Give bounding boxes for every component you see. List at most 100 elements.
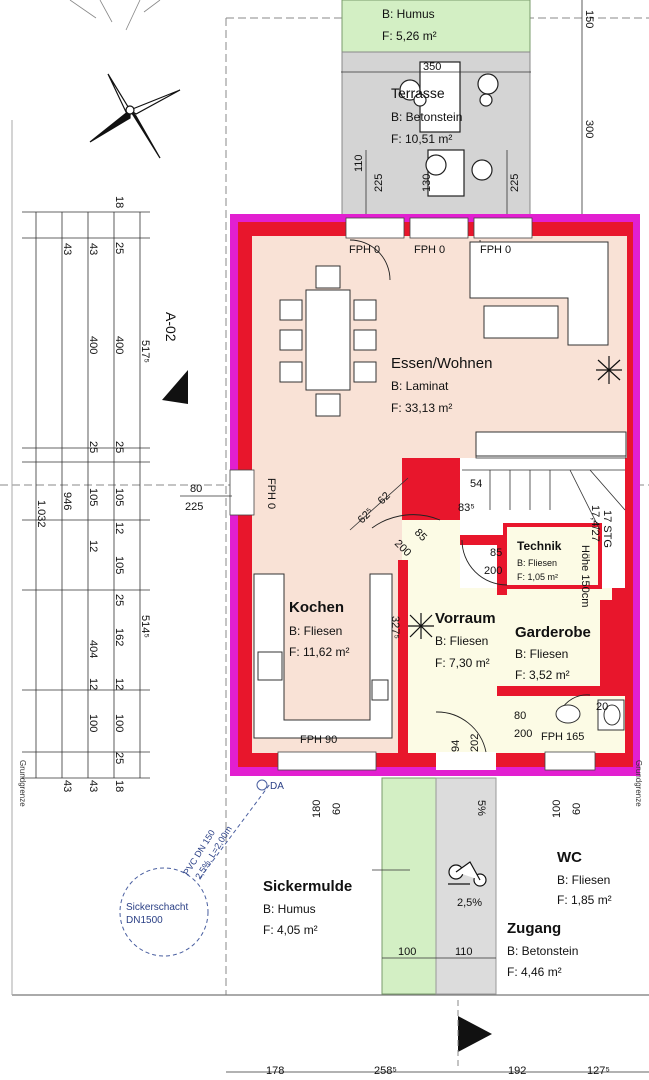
pipe-line bbox=[199, 783, 271, 879]
dim-c3-12: 12 bbox=[87, 540, 99, 552]
grundgrenze-left: Grundgrenze bbox=[18, 760, 27, 807]
kitchen-counters bbox=[253, 573, 393, 739]
humus-top-material: B: Humus bbox=[382, 7, 435, 21]
wc-area: F: 1,85 m² bbox=[557, 893, 612, 907]
garderobe-area: F: 3,52 m² bbox=[515, 668, 570, 682]
dim-c3-25: 25 bbox=[87, 441, 99, 453]
dim-window-225: 225 bbox=[185, 501, 203, 513]
terrasse-area-value: F: 10,51 m² bbox=[391, 132, 452, 146]
entry-door-opening bbox=[436, 752, 496, 770]
dim-left-946: 946 bbox=[61, 492, 73, 510]
dim-out-60b: 60 bbox=[571, 803, 583, 815]
window-wc bbox=[544, 751, 596, 771]
north-arrow-icon bbox=[89, 73, 181, 159]
da-label: DA bbox=[270, 781, 284, 792]
terrasse-title: Terrasse bbox=[391, 85, 445, 101]
bike-icon bbox=[448, 861, 487, 887]
dim-c3-404: 404 bbox=[87, 640, 99, 658]
dim-diag-line bbox=[349, 477, 409, 531]
fph-top-mid: FPH 0 bbox=[414, 244, 445, 256]
dim-c4-400: 400 bbox=[113, 336, 125, 354]
sickermulde-title: Sickermulde bbox=[263, 878, 352, 895]
dim-c4-18: 18 bbox=[113, 196, 125, 208]
humus-top-area-value: F: 5,26 m² bbox=[382, 29, 437, 43]
slope-2-5pct: 2,5% bbox=[457, 897, 482, 909]
dim-kitchen-327: 327⁵ bbox=[389, 616, 401, 639]
door-width-label: 350 bbox=[423, 61, 441, 73]
dim-c4-25c: 25 bbox=[113, 594, 125, 606]
humus-top-area bbox=[341, 0, 531, 53]
garderobe-title: Garderobe bbox=[515, 624, 591, 641]
dim-c4-105b: 105 bbox=[113, 556, 125, 574]
plant-icon-hall bbox=[408, 613, 434, 639]
dim-terrace-225-left: 225 bbox=[373, 174, 385, 192]
dim-zug-110: 110 bbox=[455, 946, 473, 958]
section-arrow-bottom-icon bbox=[458, 1016, 492, 1052]
dim-entry-94: 94 bbox=[450, 740, 462, 752]
dim-span-517: 517⁵ bbox=[139, 340, 151, 363]
dim-c4-25b: 25 bbox=[113, 441, 125, 453]
dim-left-43a: 43 bbox=[61, 243, 73, 255]
sickermulde-grass bbox=[381, 777, 437, 995]
zugang-material: B: Betonstein bbox=[507, 944, 578, 958]
technik-title: Technik bbox=[517, 539, 562, 553]
dim-c3-100: 100 bbox=[87, 714, 99, 732]
dim-54: 54 bbox=[470, 478, 482, 490]
kochen-material: B: Fliesen bbox=[289, 624, 342, 638]
plant-icon bbox=[596, 356, 622, 384]
vorraum-area: F: 7,30 m² bbox=[435, 656, 490, 670]
dim-c4-100: 100 bbox=[113, 714, 125, 732]
dim-terrace-110: 110 bbox=[353, 154, 365, 172]
garderobe-material: B: Fliesen bbox=[515, 647, 568, 661]
dim-83: 83⁵ bbox=[458, 502, 475, 514]
section-label: A-02 bbox=[163, 312, 179, 342]
dim-terrace-225-right: 225 bbox=[509, 174, 521, 192]
dim-bottom-127: 127⁵ bbox=[587, 1065, 610, 1077]
stairs-note: Höhe 150cm bbox=[579, 545, 591, 607]
dim-window-80: 80 bbox=[190, 483, 202, 495]
fph-top-right: FPH 0 bbox=[480, 244, 511, 256]
dim-terrace-300: 300 bbox=[583, 120, 595, 138]
tree-sketch bbox=[69, 0, 161, 31]
dim-out-100: 100 bbox=[551, 800, 563, 818]
zugang-title: Zugang bbox=[507, 920, 561, 937]
section-arrow-icon bbox=[162, 370, 188, 404]
essen-area: F: 33,13 m² bbox=[391, 401, 452, 415]
sickerschacht-size: DN1500 bbox=[126, 915, 163, 926]
dim-terrace-130: 130 bbox=[421, 174, 433, 192]
dim-bottom-258: 258⁵ bbox=[374, 1065, 397, 1077]
fph-kitchen: FPH 90 bbox=[300, 734, 337, 746]
dim-out-180: 180 bbox=[311, 800, 323, 818]
dim-c3-43b: 43 bbox=[87, 780, 99, 792]
dim-tech-85: 85 bbox=[490, 547, 502, 559]
fph-top-left: FPH 0 bbox=[349, 244, 380, 256]
vorraum-title: Vorraum bbox=[435, 610, 496, 627]
dim-c3-12b: 12 bbox=[87, 678, 99, 690]
terrasse-material: B: Betonstein bbox=[391, 110, 462, 124]
da-marker bbox=[256, 779, 268, 791]
dining-table bbox=[279, 265, 377, 417]
stairs-step: 17,4/27 bbox=[589, 505, 601, 542]
dim-c3-105: 105 bbox=[87, 488, 99, 506]
dim-terrace-150: 150 bbox=[583, 10, 595, 28]
dim-wc-20: 20 bbox=[596, 701, 608, 713]
slope-5pct: 5% bbox=[475, 800, 487, 816]
essen-material: B: Laminat bbox=[391, 379, 449, 393]
sickerschacht-label: Sickerschacht bbox=[126, 902, 188, 913]
tv-board bbox=[475, 431, 627, 457]
dim-c3-400: 400 bbox=[87, 336, 99, 354]
grundgrenze-right: Grundgrenze bbox=[634, 760, 643, 807]
dim-c4-12b: 12 bbox=[113, 678, 125, 690]
sofa bbox=[469, 241, 609, 346]
dim-out-60: 60 bbox=[331, 803, 343, 815]
terrace-doors bbox=[345, 217, 533, 239]
dim-zug-100: 100 bbox=[398, 946, 416, 958]
dim-c4-25d: 25 bbox=[113, 752, 125, 764]
zugang-area: F: 4,46 m² bbox=[507, 965, 562, 979]
dim-wc-200: 200 bbox=[514, 728, 532, 740]
dim-left-1032: 1.032 bbox=[35, 500, 47, 528]
wc-title: WC bbox=[557, 849, 582, 866]
dim-left-43b: 43 bbox=[61, 780, 73, 792]
wc-material: B: Fliesen bbox=[557, 873, 610, 887]
